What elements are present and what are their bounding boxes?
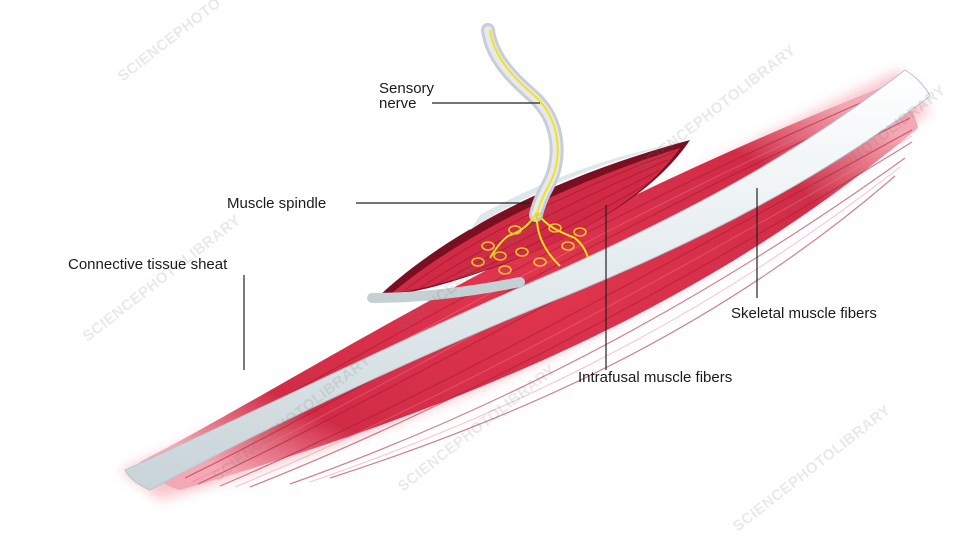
label-intrafusal-muscle-fibers: Intrafusal muscle fibers [578, 368, 732, 387]
label-sensory-nerve-line2: nerve [379, 94, 417, 113]
label-connective-tissue-sheat: Connective tissue sheat [68, 255, 227, 274]
label-muscle-spindle: Muscle spindle [227, 194, 326, 213]
label-skeletal-muscle-fibers: Skeletal muscle fibers [731, 304, 877, 323]
